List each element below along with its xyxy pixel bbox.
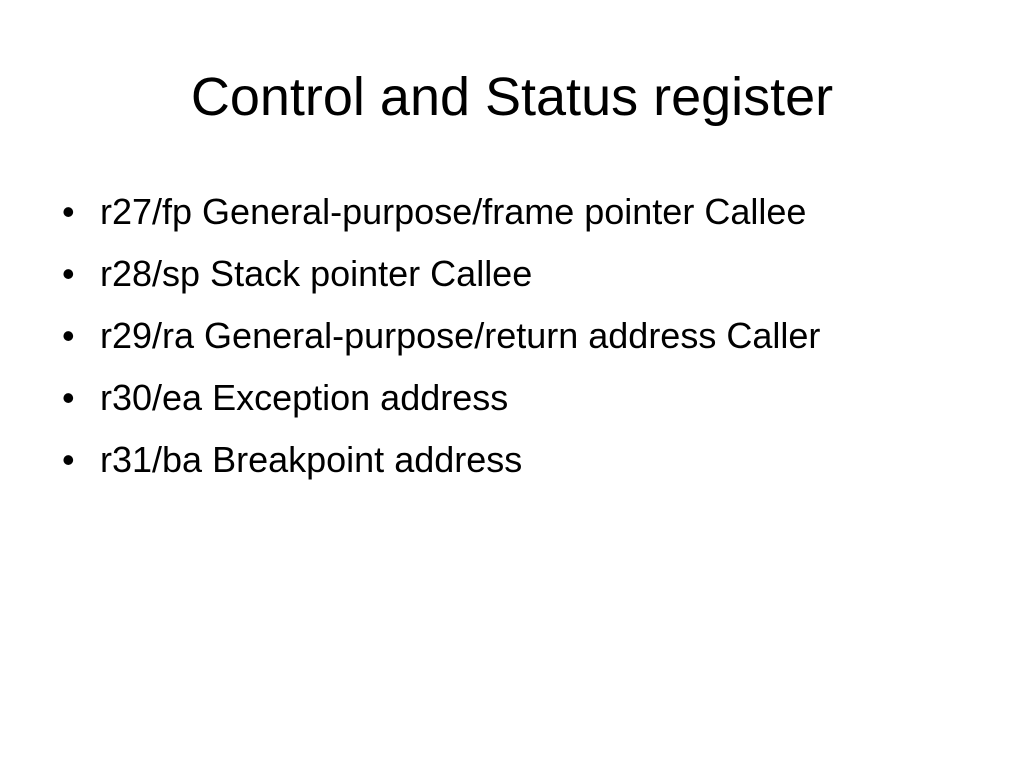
bullet-marker: • <box>62 191 75 232</box>
bullet-item: • r31/ba Breakpoint address <box>56 438 916 482</box>
bullet-text: r28/sp Stack pointer Callee <box>100 253 533 294</box>
bullet-marker: • <box>62 377 75 418</box>
slide-title: Control and Status register <box>190 67 834 127</box>
bullet-list: • r27/fp General-purpose/frame pointer C… <box>56 190 916 500</box>
bullet-text: r31/ba Breakpoint address <box>100 439 523 480</box>
bullet-text: r29/ra General-purpose/return address Ca… <box>100 315 821 356</box>
bullet-marker: • <box>62 315 75 356</box>
bullet-item: • r29/ra General-purpose/return address … <box>56 314 916 358</box>
bullet-item: • r28/sp Stack pointer Callee <box>56 252 916 296</box>
bullet-marker: • <box>62 253 75 294</box>
bullet-marker: • <box>62 439 75 480</box>
bullet-item: • r30/ea Exception address <box>56 376 916 420</box>
bullet-item: • r27/fp General-purpose/frame pointer C… <box>56 190 916 234</box>
bullet-text: r30/ea Exception address <box>100 377 509 418</box>
bullet-text: r27/fp General-purpose/frame pointer Cal… <box>100 191 807 232</box>
